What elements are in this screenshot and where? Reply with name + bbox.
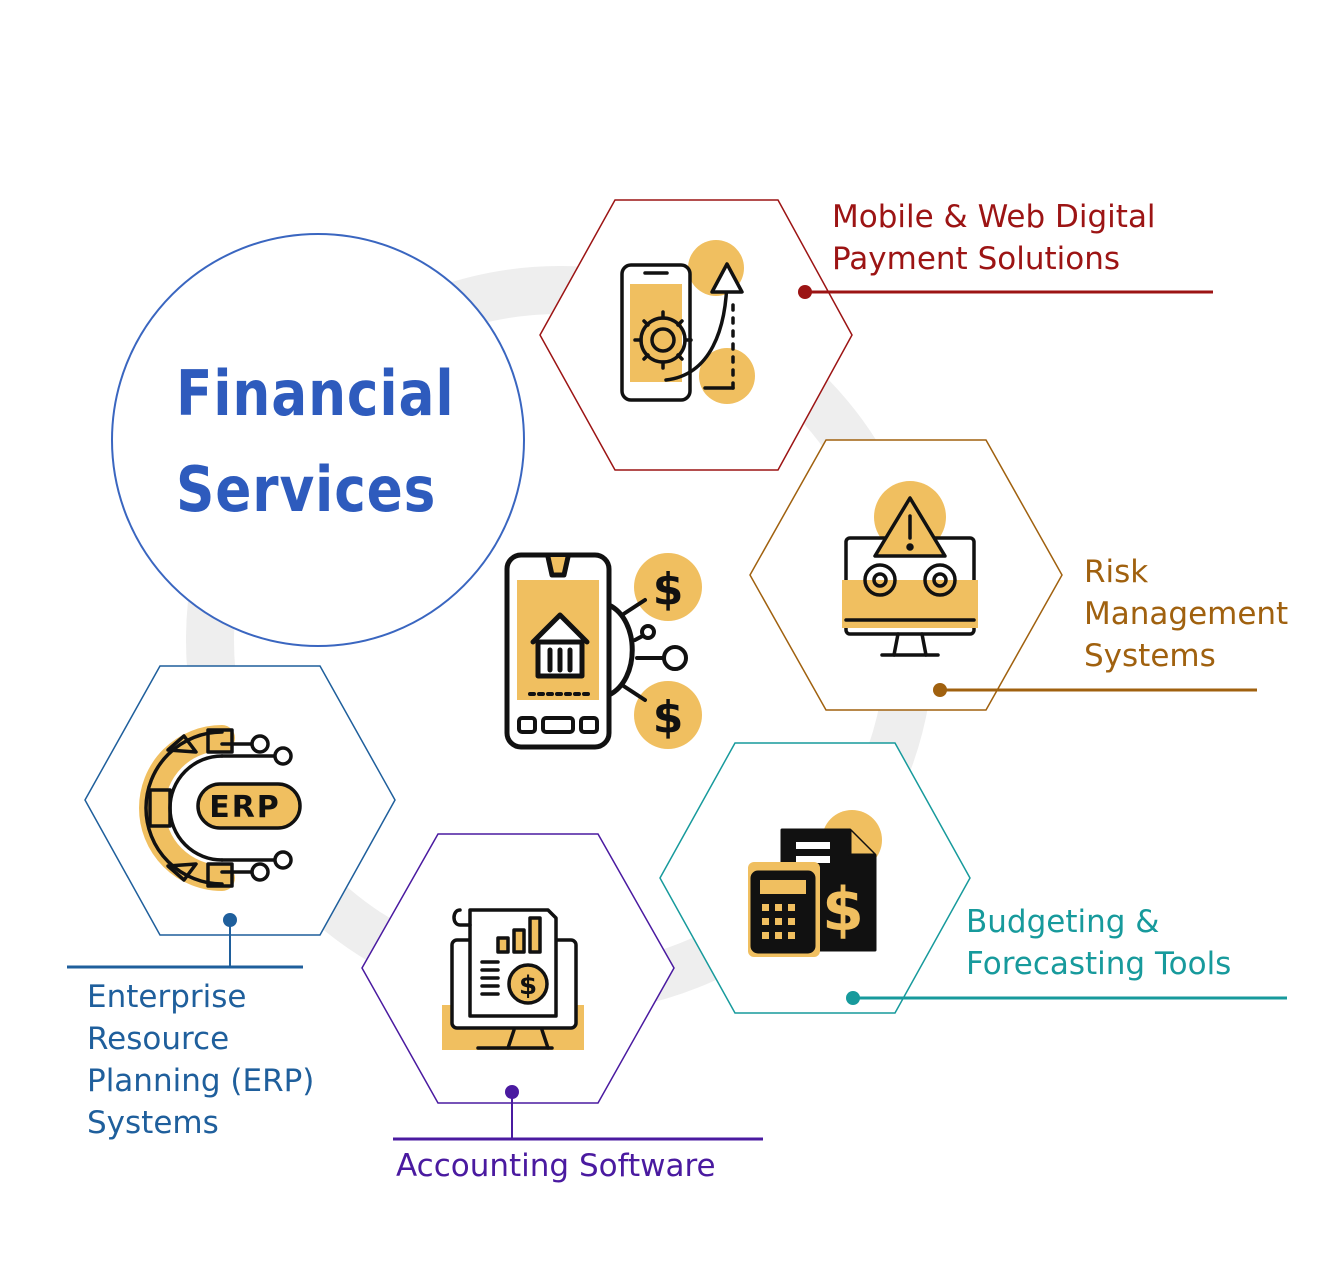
title-line-2: Services [176,453,437,526]
risk-monitor-icon [842,481,978,657]
calculator-invoice-icon [748,810,882,957]
coin-bottom-symbol: $ [653,692,684,743]
label-erp-line-3: Planning (ERP) [87,1063,315,1099]
accounting-dollar-symbol: $ [519,971,537,1001]
label-budget-line-1: Budgeting & [966,904,1160,940]
title-line-1: Financial [176,357,455,430]
label-erp-line-2: Resource [87,1021,230,1057]
accounting-monitor-icon [442,908,584,1050]
hex-mobile-payment [539,199,1213,471]
label-erp-line-1: Enterprise [87,979,247,1015]
label-risk-line-2: Management [1084,596,1289,632]
coin-top-symbol: $ [653,564,684,615]
erp-icon-text: ERP [209,790,281,825]
label-erp-line-4: Systems [87,1105,219,1141]
mobile-banking-icon [504,552,702,750]
center-circle [111,233,525,647]
label-budget-line-2: Forecasting Tools [966,946,1232,982]
label-risk-line-1: Risk [1084,554,1149,590]
label-accounting: Accounting Software [396,1148,716,1184]
mobile-payment-icon [620,240,755,404]
label-mobile-line-2: Payment Solutions [832,241,1121,277]
label-risk-line-3: Systems [1084,638,1216,674]
erp-gear-icon [139,725,302,891]
label-mobile-line-1: Mobile & Web Digital [832,199,1156,235]
invoice-dollar-symbol: $ [822,875,864,945]
